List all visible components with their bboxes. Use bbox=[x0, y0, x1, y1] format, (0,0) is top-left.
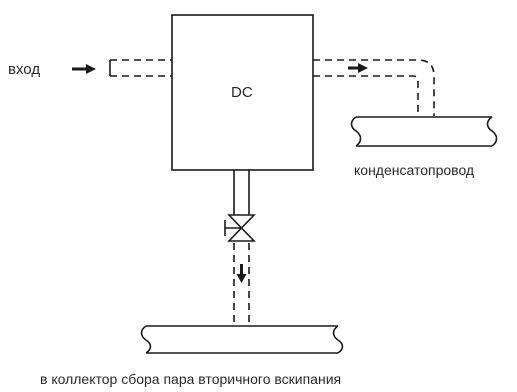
flash-collector-label: в коллектор сбора пара вторичного вскипа… bbox=[40, 371, 341, 387]
vessel-label: DC bbox=[231, 84, 253, 101]
outlet-pipe bbox=[313, 59, 435, 116]
inlet-arrow bbox=[72, 64, 96, 74]
drain-dashed-pipe bbox=[233, 243, 250, 325]
inlet-pipe bbox=[109, 59, 172, 77]
outlet-arrow bbox=[348, 63, 368, 73]
valve-icon bbox=[224, 214, 256, 242]
condensate-line-label: конденсатопровод bbox=[354, 162, 474, 178]
condensate-line-pipe bbox=[350, 116, 498, 147]
vessel-dc bbox=[171, 14, 314, 171]
flash-collector-pipe bbox=[140, 325, 344, 354]
inlet-label: вход bbox=[8, 61, 40, 78]
drain-arrow bbox=[236, 264, 247, 283]
drain-pipe bbox=[233, 170, 250, 215]
